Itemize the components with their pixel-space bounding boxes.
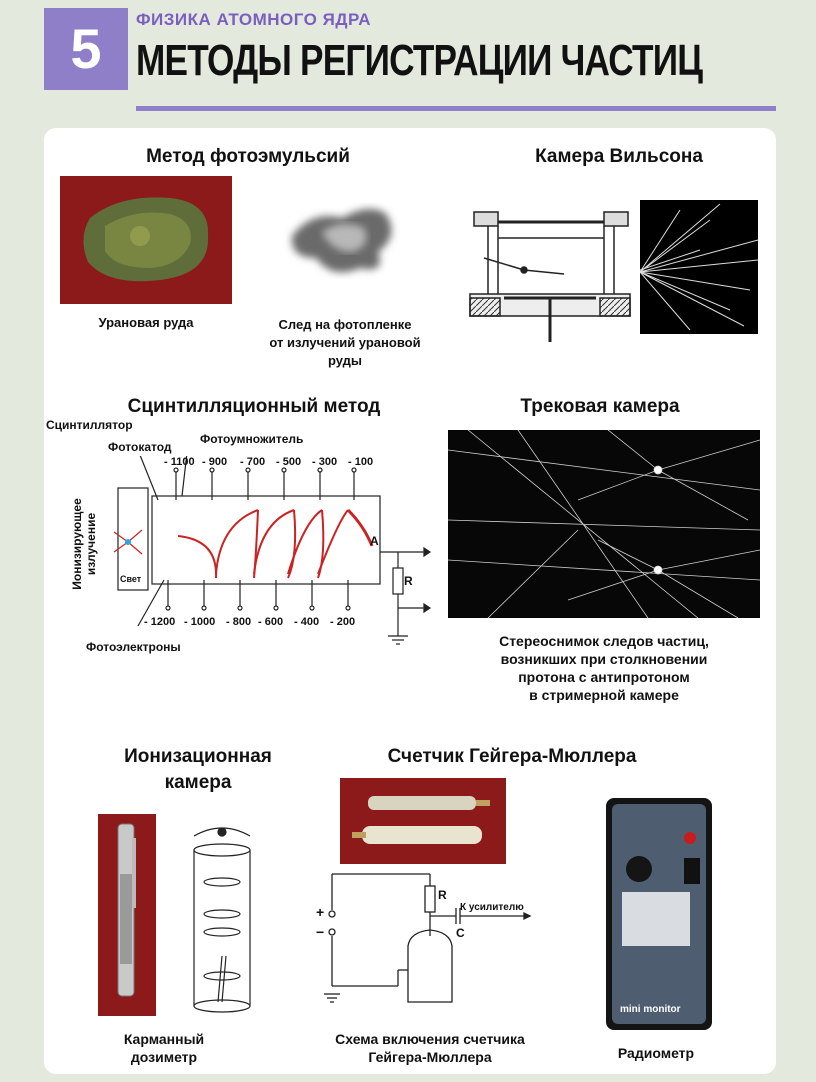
photoemulsion-heading: Метод фотоэмульсий: [146, 146, 350, 167]
geiger-r-label: R: [438, 888, 447, 902]
anode-label: A: [370, 534, 379, 548]
scintillation-heading: Сцинтилляционный метод: [127, 396, 381, 417]
wilson-heading: Камера Вильсона: [535, 146, 703, 167]
geiger-c-label: C: [456, 926, 465, 940]
pmt-diagram: Свет R A - 1100 - 900 - 700 - 500 - 300 …: [108, 443, 438, 652]
geiger-caption: Схема включения счетчика Гейгера-Мюллера: [300, 1030, 560, 1066]
ionization-heading-line: камера: [164, 772, 232, 793]
voltage-label: - 1100: [164, 456, 195, 468]
photoelectrons-label: Фотоэлектроны: [86, 640, 181, 654]
geiger-circuit-diagram: R C К усилителю + −: [310, 866, 550, 1018]
uranium-ore-graphic: [83, 197, 209, 282]
geiger-heading: Счетчик Гейгера-Мюллера: [387, 746, 637, 767]
voltage-label: - 100: [348, 456, 374, 468]
to-amplifier-label: К усилителю: [460, 902, 524, 913]
wilson-tracks-photo: [639, 200, 759, 334]
trace-caption-line: руды: [327, 353, 363, 368]
scintillator-label: Сцинтиллятор: [46, 418, 133, 432]
geiger-caption-line: Схема включения счетчика: [335, 1031, 525, 1047]
photocathode-label: Фотокатод: [108, 440, 172, 454]
section-number: 5: [44, 8, 128, 90]
voltage-label: - 300: [312, 456, 338, 468]
wilson-chamber-diagram: [464, 198, 636, 346]
trace-caption-line: от излучений урановой: [269, 335, 421, 350]
title-underline: [136, 106, 776, 111]
light-label: Свет: [120, 574, 142, 584]
track-caption: Стереоснимок следов частиц, возникших пр…: [448, 632, 760, 704]
dosimeter-caption-line: дозиметр: [130, 1049, 198, 1065]
geiger-tubes-photo: [340, 778, 506, 864]
ionization-heading-line: Ионизационная: [124, 746, 272, 767]
dosimeter-caption: Карманный дозиметр: [104, 1030, 224, 1066]
trace-caption: След на фотопленке от излучений урановой…: [240, 316, 450, 370]
voltage-label: - 600: [258, 616, 284, 628]
resistor-label: R: [404, 574, 413, 588]
uranium-ore-image: [60, 176, 232, 304]
voltage-label: - 800: [226, 616, 252, 628]
voltage-label: - 400: [294, 616, 320, 628]
pocket-dosimeter-photo: [98, 814, 156, 1016]
radiometer-caption: Радиометр: [617, 1045, 695, 1061]
radiation-label-line: излучение: [84, 512, 98, 576]
ionization-heading: Ионизационная камера: [88, 744, 308, 796]
track-caption-line: протона с антипротоном: [518, 669, 690, 685]
voltage-label: - 1000: [184, 616, 216, 628]
radiation-label: Ионизирующее излучение: [64, 470, 104, 610]
plus-terminal-label: +: [316, 904, 325, 920]
track-heading: Трековая камера: [520, 396, 680, 417]
power-light-icon: [684, 832, 696, 844]
minus-terminal-label: −: [316, 924, 325, 940]
voltage-label: - 1200: [144, 616, 176, 628]
track-caption-line: возникших при столкновении: [500, 651, 708, 667]
radiometer-photo: mini monitor: [606, 798, 712, 1030]
track-chamber-photo: [447, 429, 761, 619]
voltage-label: - 900: [202, 456, 228, 468]
speaker-icon: [626, 856, 652, 882]
radiometer-face: mini monitor: [612, 804, 706, 1024]
radiometer-brand: mini monitor: [620, 1004, 681, 1015]
dosimeter-caption-line: Карманный: [123, 1031, 205, 1047]
radiation-label-line: Ионизирующее: [70, 498, 84, 590]
section-subtitle: ФИЗИКА АТОМНОГО ЯДРА: [136, 10, 372, 29]
voltage-label: - 200: [330, 616, 356, 628]
voltage-label: - 500: [276, 456, 302, 468]
switch-icon: [684, 858, 700, 884]
ore-caption: Урановая руда: [98, 315, 194, 330]
radiometer-scale: [622, 892, 690, 946]
ionization-chamber-drawing: [186, 816, 258, 1020]
track-caption-line: в стримерной камере: [529, 687, 679, 703]
voltage-label: - 700: [240, 456, 266, 468]
page-title: МЕТОДЫ РЕГИСТРАЦИИ ЧАСТИЦ: [136, 36, 703, 85]
trace-caption-line: След на фотопленке: [278, 317, 412, 332]
geiger-caption-line: Гейгера-Мюллера: [368, 1049, 492, 1065]
track-caption-line: Стереоснимок следов частиц,: [499, 633, 709, 649]
pmt-label: Фотоумножитель: [200, 432, 304, 446]
photo-trace-image: [282, 188, 402, 288]
